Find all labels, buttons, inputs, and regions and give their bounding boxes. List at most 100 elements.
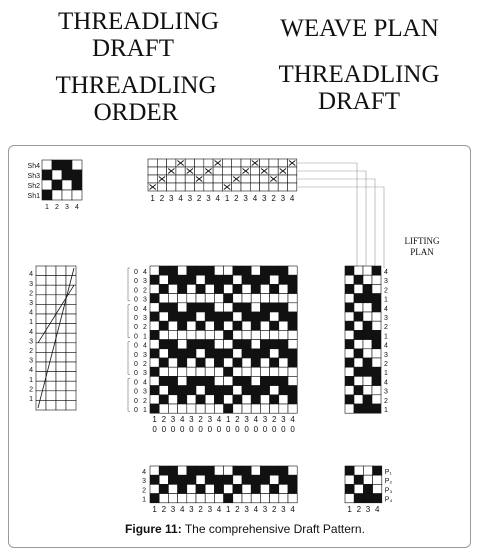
tieup-cell (71, 179, 83, 191)
treadle-cell (260, 465, 270, 476)
drawdown-cell (223, 394, 234, 405)
drawdown-cell (241, 357, 252, 368)
drawdown-cell (214, 265, 224, 276)
drawdown-cell (186, 394, 197, 405)
treadle-col-number: 1 (226, 505, 231, 514)
lifting-row-number: 2 (384, 287, 388, 294)
threading-cell (240, 182, 251, 192)
drawdown-cell (204, 330, 215, 340)
tieup-cell (51, 179, 63, 191)
drawdown-cell (241, 385, 252, 396)
lifting-row-number: 1 (384, 297, 388, 304)
drawdown-cell (158, 348, 169, 359)
order-cell (55, 361, 67, 372)
drawdown-cell (269, 293, 280, 304)
treadle-row-number: 3 (142, 478, 146, 485)
lifting-cell (371, 339, 382, 350)
drawdown-col-zero: 0 (180, 425, 185, 434)
threading-number: 4 (216, 194, 221, 203)
threading-cell (212, 182, 223, 192)
drawdown-cell (232, 330, 243, 340)
drawdown-cell (177, 284, 188, 294)
drawdown-cell (241, 311, 252, 322)
drawdown-cell (195, 376, 206, 386)
drawdown-cell (214, 376, 224, 386)
drawdown-cell (269, 394, 280, 405)
treadle-cell (232, 493, 243, 504)
drawdown-cell (195, 320, 206, 331)
drawdown-cell (287, 403, 298, 414)
pedal-cell (353, 474, 364, 485)
drawdown-cell (250, 376, 261, 386)
drawdown-row-zero: 0 (134, 379, 138, 386)
lifting-cell (353, 403, 364, 414)
drawdown-cell (177, 293, 188, 304)
treadle-col-number: 3 (189, 505, 194, 514)
drawdown-col-number: 4 (254, 415, 259, 424)
lifting-row-number: 1 (384, 333, 388, 340)
lifting-row-number: 1 (384, 370, 388, 377)
order-cell (55, 265, 67, 276)
drawdown-row-number: 2 (143, 287, 147, 294)
drawdown-cell (269, 330, 280, 340)
treadle-col-number: 3 (208, 505, 213, 514)
lifting-cell (344, 385, 355, 396)
pedal-cell (363, 493, 373, 504)
order-cell (45, 400, 57, 411)
drawdown-cell (278, 265, 289, 276)
drawdown-cell (287, 311, 298, 322)
drawdown-col-number: 4 (290, 415, 295, 424)
treadle-cell (269, 474, 280, 485)
drawdown-col-number: 3 (208, 415, 213, 424)
drawdown-cell (278, 320, 289, 331)
order-cell (45, 380, 57, 392)
lifting-cell (353, 320, 364, 331)
threading-cell (175, 174, 186, 184)
drawdown-cell (232, 403, 243, 414)
treadle-cell (204, 465, 215, 476)
lifting-cell (371, 320, 382, 331)
order-row-number: 1 (29, 377, 33, 384)
drawdown-cell (195, 302, 206, 313)
drawdown-cell (241, 339, 252, 350)
order-cell (35, 265, 47, 276)
order-cell (35, 304, 47, 315)
threading-cell (184, 158, 195, 168)
lifting-cell (353, 274, 364, 285)
threading-number: 4 (290, 194, 295, 203)
treadle-cell (177, 474, 188, 485)
drawdown-row-zero: 0 (134, 278, 138, 285)
drawdown-cell (195, 385, 206, 396)
connector-line (296, 178, 376, 268)
threading-number: 3 (169, 194, 174, 203)
treadle-cell (269, 493, 280, 504)
drawdown-row-zero: 0 (134, 352, 138, 359)
treadle-cell (177, 493, 188, 504)
pedal-cell (344, 493, 355, 504)
lifting-cell (362, 311, 373, 322)
drawdown-cell (195, 394, 206, 405)
drawdown-cell (204, 403, 215, 414)
lifting-cell (362, 394, 373, 405)
drawdown-cell (269, 385, 280, 396)
threading-cell (175, 182, 186, 192)
tieup-cell (51, 169, 63, 181)
threading-cell (222, 174, 232, 184)
lifting-cell (344, 394, 355, 405)
tieup-cell (71, 159, 83, 171)
drawdown-cell (204, 394, 215, 405)
lifting-cell (362, 357, 373, 368)
drawdown-cell (204, 339, 215, 350)
order-cell (45, 265, 57, 276)
order-cell (55, 390, 67, 401)
threading-cell (240, 174, 251, 184)
threading-cell (259, 182, 270, 192)
drawdown-cell (223, 265, 234, 276)
drawdown-cell (204, 284, 215, 294)
order-cell (45, 284, 57, 296)
drawdown-cell (195, 357, 206, 368)
threading-mark (167, 168, 175, 174)
treadle-col-number: 1 (152, 505, 157, 514)
drawdown-cell (195, 293, 206, 304)
tieup-cell (41, 179, 53, 191)
